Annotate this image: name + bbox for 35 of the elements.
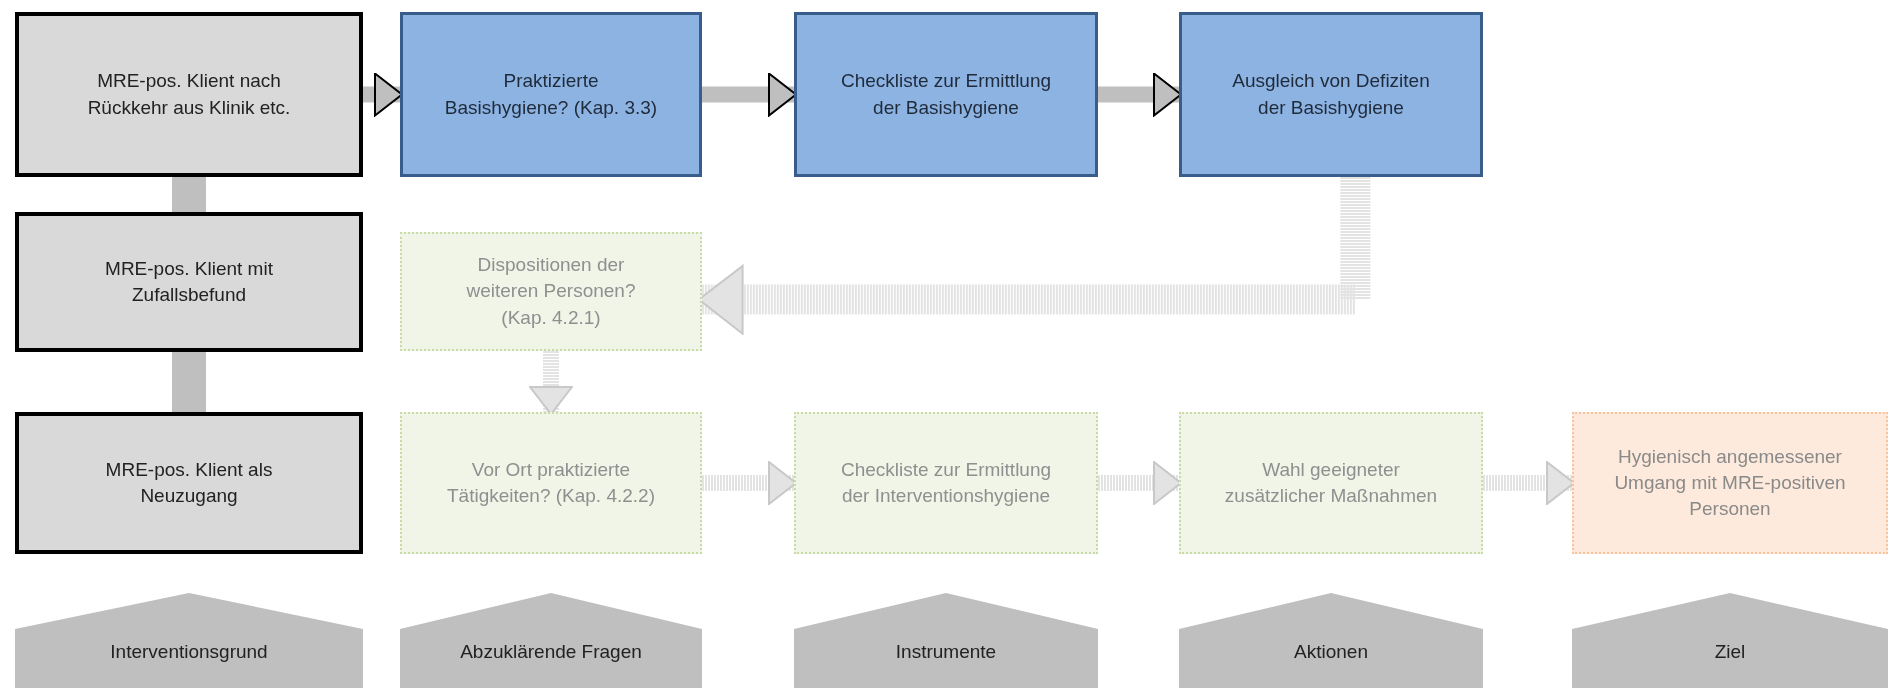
category-label: Abzuklärende Fragen bbox=[459, 639, 643, 664]
reason-box bbox=[15, 412, 363, 554]
category-pentagon bbox=[15, 593, 363, 688]
reason-box bbox=[15, 12, 363, 177]
category-pentagon bbox=[1572, 593, 1888, 688]
box-text: Checkliste zur Ermittlung der Basishygiene bbox=[839, 69, 1053, 120]
category-pentagon bbox=[1179, 593, 1483, 688]
box-text: Ausgleich von Defiziten der Basishygiene bbox=[1231, 69, 1431, 120]
box-text: Wahl geeigneter zusätzlicher Maßnahmen bbox=[1223, 457, 1439, 508]
box-text: Hygienisch angemessener Umgang mit MRE-positiven Personen bbox=[1614, 444, 1846, 522]
box-text: Checkliste zur Ermittlung der Interventionshygiene bbox=[839, 457, 1053, 508]
process-box bbox=[794, 412, 1098, 554]
process-box bbox=[794, 12, 1098, 177]
goal-box bbox=[1572, 412, 1888, 554]
category-label: Aktionen bbox=[1293, 639, 1369, 664]
process-box bbox=[400, 232, 702, 351]
box-text: Dispositionen der weiteren Personen? (Kap. 4.2.1) bbox=[465, 253, 637, 330]
category-label: Ziel bbox=[1713, 639, 1747, 664]
process-box bbox=[1179, 12, 1483, 177]
box-text: MRE-pos. Klient als Neuzugang bbox=[104, 457, 274, 508]
box-text: Vor Ort praktizierte Tätigkeiten? (Kap. 4.2.2) bbox=[445, 457, 657, 508]
category-label: Instrumente bbox=[894, 639, 998, 664]
category-label: Interventionsgrund bbox=[109, 639, 269, 664]
process-box bbox=[400, 412, 702, 554]
category-pentagon bbox=[794, 593, 1098, 688]
block-arrow bbox=[529, 351, 573, 415]
box-text: Praktizierte Basishygiene? (Kap. 3.3) bbox=[443, 69, 659, 120]
box-text: MRE-pos. Klient mit Zufallsbefund bbox=[104, 256, 274, 307]
process-box bbox=[400, 12, 702, 177]
reason-box bbox=[15, 212, 363, 352]
category-pentagon bbox=[400, 593, 702, 688]
connector-bar bbox=[172, 177, 206, 212]
process-box bbox=[1179, 412, 1483, 554]
box-text: MRE-pos. Klient nach Rückkehr aus Klinik etc. bbox=[86, 69, 292, 120]
connector-bar bbox=[172, 352, 206, 412]
